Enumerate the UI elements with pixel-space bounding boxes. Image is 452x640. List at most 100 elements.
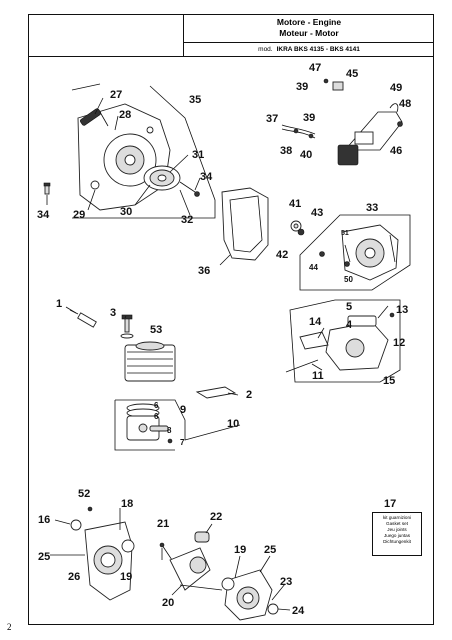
callout: 11 [312,370,324,382]
base-gasket [195,386,237,399]
callout: 29 [73,209,85,221]
callout: 37 [266,113,278,125]
callout: 15 [383,375,395,387]
starter-pulley [143,165,181,191]
callout: 47 [309,62,321,74]
kit-line: Jeu joints [387,527,407,532]
model-prefix: mod. [258,46,273,53]
piston [126,403,173,444]
spark-plug [69,309,97,328]
callout: 20 [162,597,174,609]
piston-group-outline [114,399,241,451]
callout: 42 [276,249,288,261]
fan-shroud-inner [229,195,263,253]
callout: 38 [280,145,292,157]
callout: 33 [366,202,378,214]
cylinder [124,341,176,382]
page-number: 2 [7,622,12,632]
callout: 16 [38,514,50,526]
callout: 12 [393,337,405,349]
header-logo-cell [28,14,184,57]
starter-group-outline [71,83,216,219]
callout: 36 [198,265,210,277]
callout-numbers: 27 28 35 31 34 34 29 30 32 47 45 39 49 4… [37,62,411,617]
starter-screw [179,181,196,193]
page-frame [28,14,434,625]
flywheel-group-outline [299,214,411,291]
kit-line: Gasket set [386,521,408,526]
crankcase-right [221,569,279,621]
callout: 14 [309,316,322,328]
callout: 19 [234,544,246,556]
callout: 51 [341,230,349,237]
bolt-53 [120,314,134,339]
switch-47 [323,78,344,91]
callout: 4 [346,319,353,331]
part-45 [344,261,350,267]
ignition-switch-parts [281,124,316,139]
callout: 18 [121,498,133,510]
callout: 32 [181,214,193,226]
callout: 8 [167,426,172,435]
title-line-1: Motore - Engine [276,17,342,27]
callout: 52 [78,488,90,500]
screw-34-left [43,182,51,195]
callout: 24 [292,605,305,617]
callout: 5 [346,301,352,313]
callout: 7 [180,438,185,447]
header-title: Motore - Engine Moteur - Motor [184,14,434,43]
crankshaft [159,531,223,591]
callout: 50 [344,275,353,284]
callout: 3 [110,307,116,319]
flywheel [341,224,399,281]
callout: 28 [119,109,131,121]
callout: 49 [390,82,402,94]
callout: 30 [120,206,132,218]
leader-lines [46,97,389,611]
starter-screw-head [194,191,200,197]
callout: 1 [56,298,62,310]
kit-line: Juego juntas [383,533,411,538]
title-line-2: Moteur - Motor [279,28,339,38]
model-name: IKRA BKS 4135 - BKS 4141 [276,46,360,53]
callout: 9 [180,404,186,416]
callout: 44 [309,263,318,272]
callout: 27 [110,89,122,101]
crankcase-left [70,506,135,601]
callout: 22 [210,511,222,523]
callout: 41 [289,198,301,210]
muffler-group-outline [289,299,401,383]
callout: 31 [192,149,204,161]
header-model: mod.IKRA BKS 4135 - BKS 4141 [184,43,434,57]
ignition-coil [337,103,403,166]
callout: 35 [189,94,201,106]
kit-line: kit guarnizioni [382,515,412,520]
callout: 23 [280,576,292,588]
callout: 53 [150,324,162,336]
callout: 25 [38,551,50,563]
kit-line: Dichtungenkit [383,539,411,544]
callout: 39 [296,81,308,93]
callout: 43 [311,207,323,219]
callout: 25 [264,544,276,556]
callout: 6 [154,401,159,410]
callout: 40 [300,149,312,161]
callout: 39 [303,112,315,124]
flywheel-nut-washer [290,220,305,236]
callout: 21 [157,518,169,530]
callout: 34 [200,171,213,183]
callout: 17 [384,498,396,510]
starter-housing [77,103,171,211]
callout: 26 [68,571,80,583]
gasket-kit-box: kit guarnizioni Gasket set Jeu joints Ju… [372,512,422,556]
callout: 6 [154,412,159,421]
callout: 45 [346,68,358,80]
part-44 [319,251,325,257]
callout: 19 [120,571,132,583]
callout: 13 [396,304,408,316]
fan-shroud [221,187,269,261]
callout: 48 [399,98,411,110]
callout: 10 [227,418,239,430]
callout: 46 [390,145,402,157]
